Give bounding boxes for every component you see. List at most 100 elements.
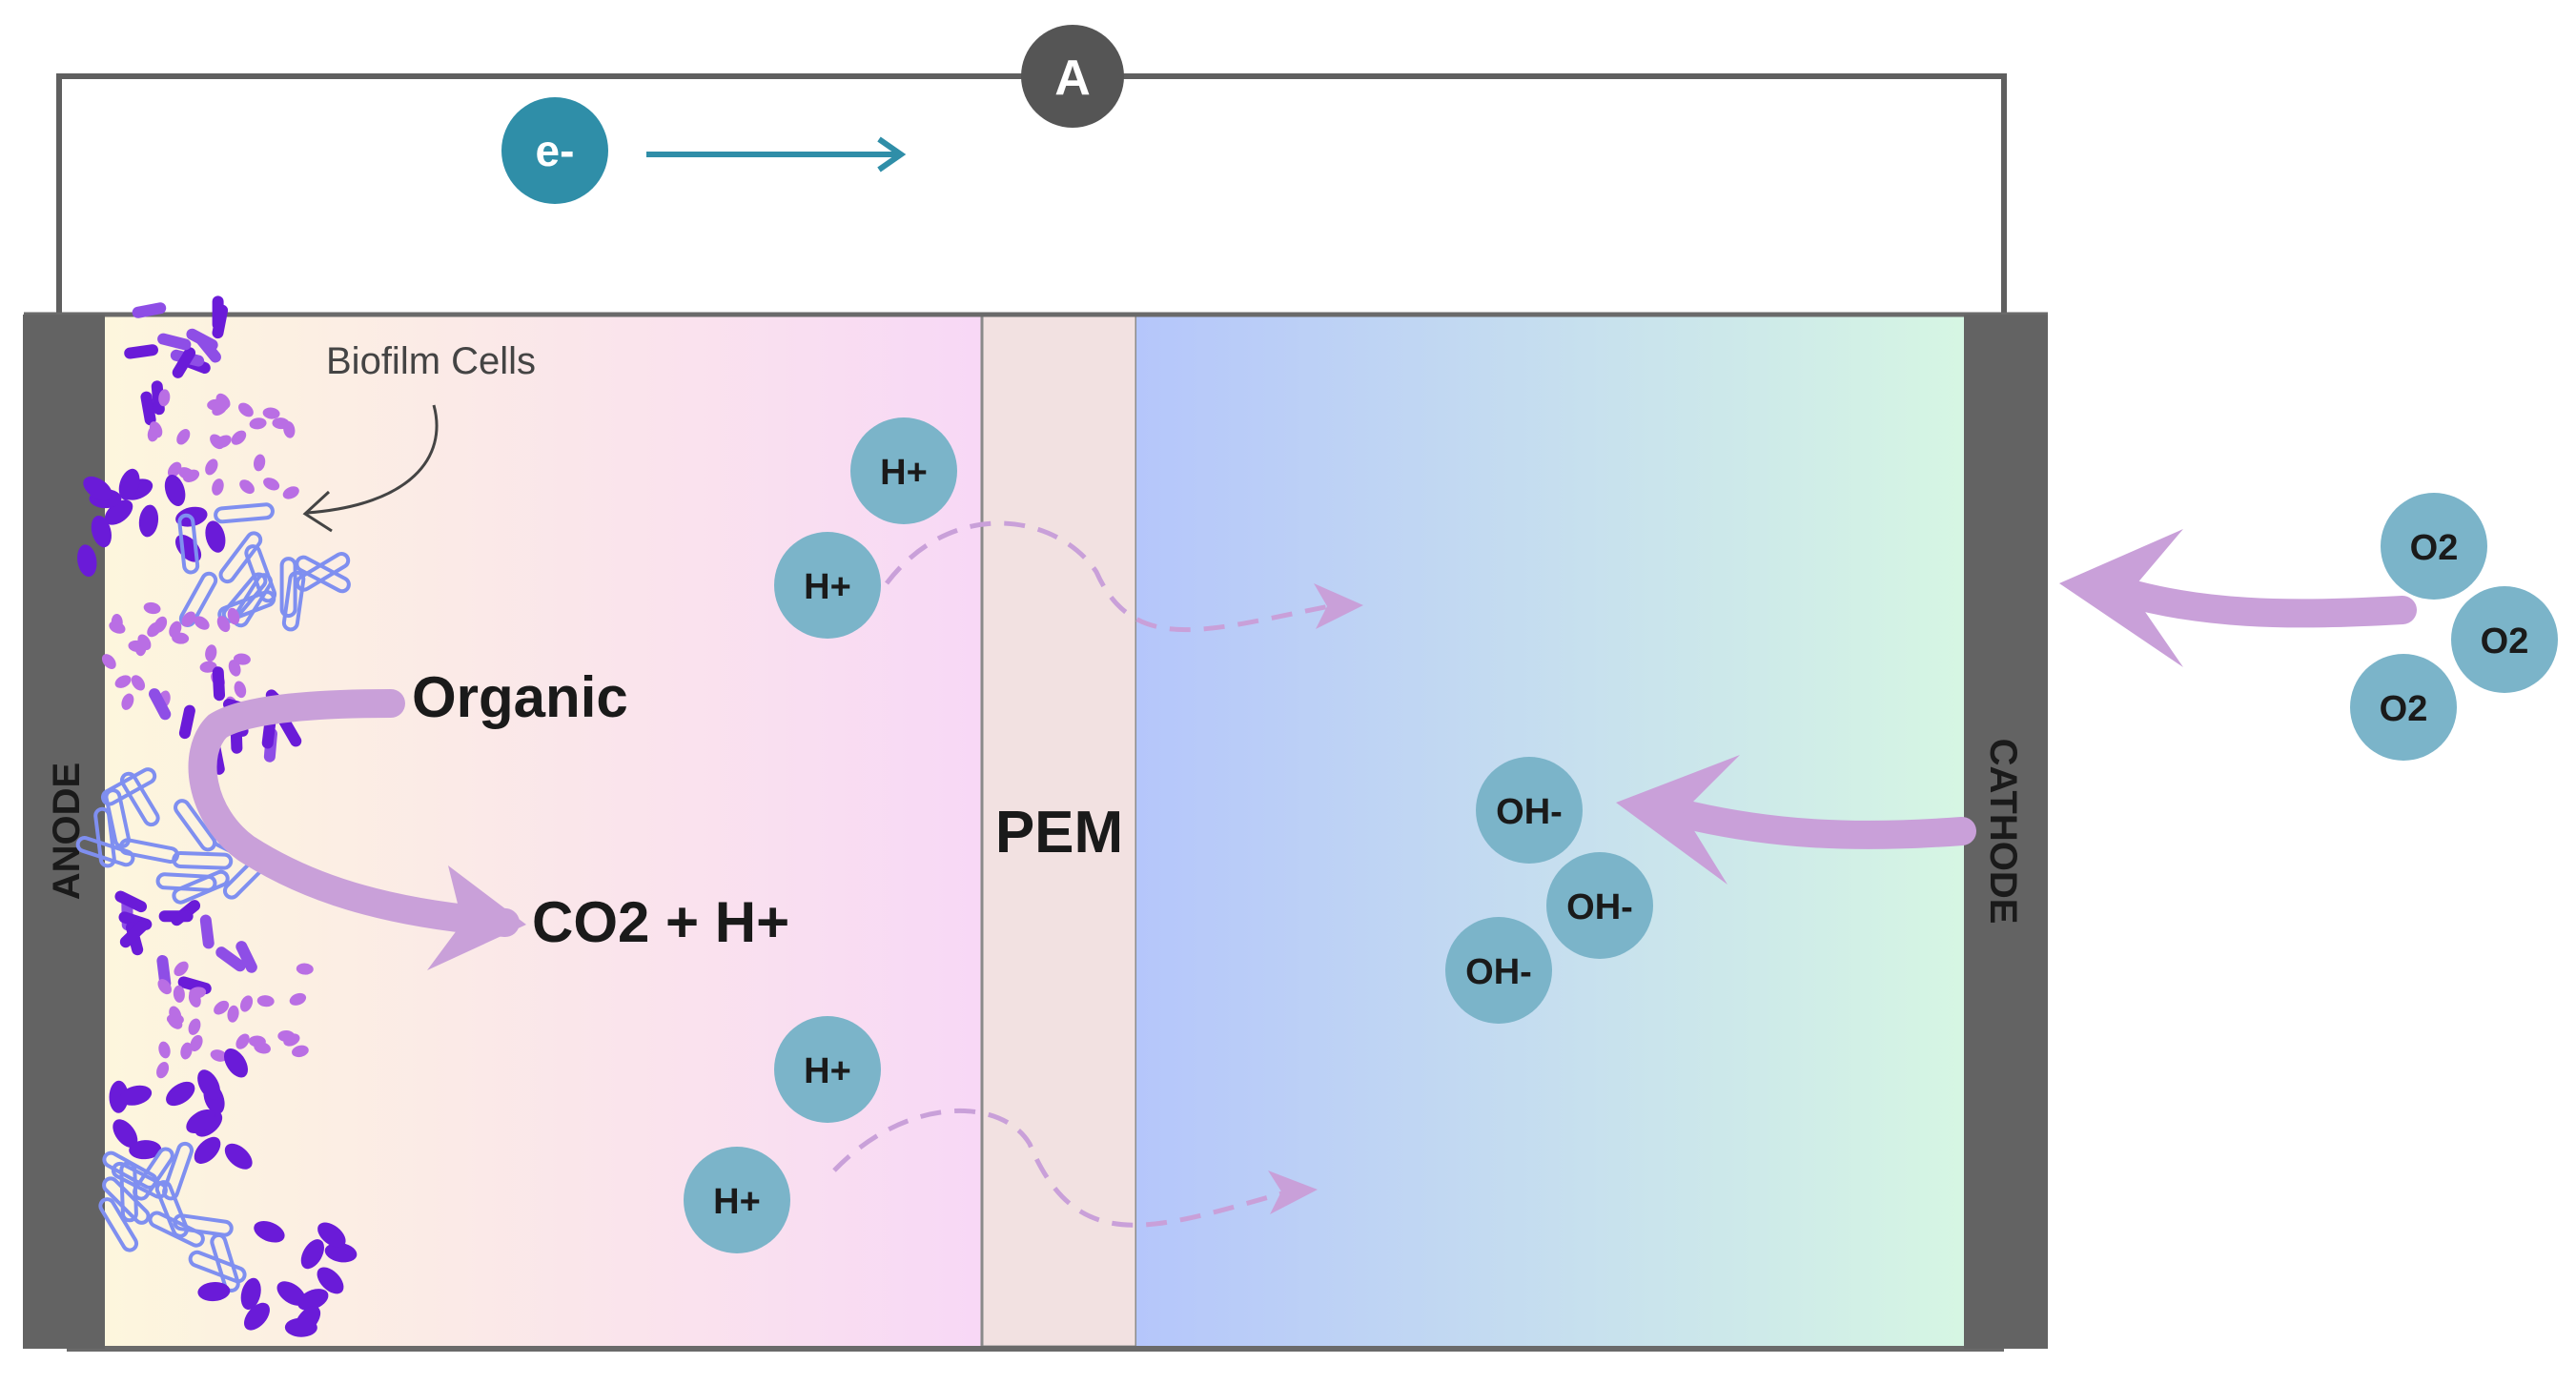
biofilm-label: Biofilm Cells xyxy=(326,340,536,382)
small-bacterium xyxy=(231,430,247,445)
coccus-bacterium xyxy=(224,1048,248,1078)
coccus-bacterium xyxy=(138,504,159,538)
small-bacterium xyxy=(282,486,299,499)
small-bacterium xyxy=(176,429,191,445)
proton-transfer-path-lower xyxy=(832,1109,1318,1228)
small-bacterium xyxy=(101,654,116,669)
small-bacterium xyxy=(214,1000,230,1015)
chain-bacterium xyxy=(133,1147,174,1201)
coccus-bacterium xyxy=(91,515,112,548)
small-bacterium xyxy=(227,1005,239,1023)
small-bacterium xyxy=(147,424,160,442)
oxygen-label: O2 xyxy=(2481,621,2529,661)
electron-label: e- xyxy=(536,126,575,175)
hydroxide-label: OH- xyxy=(1465,952,1532,992)
rod-bacterium xyxy=(124,344,158,359)
coccus-bacterium xyxy=(77,544,97,578)
small-bacterium xyxy=(233,653,251,665)
hydroxide-ion: OH- xyxy=(1445,917,1552,1024)
coccus-bacterium xyxy=(119,1085,153,1106)
chain-bacterium xyxy=(210,1232,240,1292)
small-bacterium xyxy=(228,660,241,677)
coccus-bacterium xyxy=(224,1143,253,1170)
coccus-bacterium xyxy=(244,1302,270,1331)
small-bacterium xyxy=(248,1035,266,1048)
rod-bacterium xyxy=(157,333,192,351)
small-bacterium xyxy=(147,621,162,638)
coccus-bacterium xyxy=(186,1109,215,1133)
small-bacterium xyxy=(212,478,224,496)
chain-bacterium xyxy=(162,1141,194,1201)
proton-label: H+ xyxy=(713,1182,761,1222)
coccus-bacterium xyxy=(317,1222,346,1248)
small-bacterium xyxy=(272,417,290,430)
oxygen-supply-arrowhead xyxy=(2059,529,2183,667)
coccus-bacterium xyxy=(276,1281,306,1306)
coccus-bacterium xyxy=(297,1289,329,1311)
rod-bacterium xyxy=(119,920,149,948)
chain-bacterium xyxy=(279,557,297,619)
proton-label: H+ xyxy=(804,1051,851,1091)
rod-bacterium xyxy=(114,890,148,913)
small-bacterium xyxy=(215,394,229,411)
small-bacterium xyxy=(239,479,255,495)
coccus-bacterium xyxy=(197,1282,231,1302)
small-bacterium xyxy=(194,616,210,630)
small-bacterium xyxy=(189,987,207,999)
hydroxide-ion: OH- xyxy=(1546,852,1653,959)
proton-ion: H+ xyxy=(774,532,881,639)
small-bacterium xyxy=(277,1029,296,1042)
small-bacterium xyxy=(121,693,134,710)
small-bacterium xyxy=(210,1049,228,1062)
rod-bacterium xyxy=(172,347,196,378)
coccus-bacterium xyxy=(112,1119,138,1148)
small-bacterium xyxy=(289,992,307,1006)
ammeter: A xyxy=(1021,25,1124,128)
proton-transfer-path-upper xyxy=(885,520,1363,633)
small-bacterium xyxy=(227,607,240,625)
small-bacterium xyxy=(262,407,280,419)
coccus-bacterium xyxy=(83,476,112,501)
oxygen-label: O2 xyxy=(2410,528,2459,568)
small-bacterium xyxy=(183,469,200,482)
rod-bacterium xyxy=(212,304,229,339)
small-bacterium xyxy=(166,1013,184,1026)
small-bacterium xyxy=(157,979,172,995)
small-bacterium xyxy=(234,681,247,699)
hydroxide-label: OH- xyxy=(1496,792,1563,832)
chain-bacterium xyxy=(75,836,135,867)
cathode-label: CATHODE xyxy=(1982,739,2024,925)
small-bacterium xyxy=(210,434,225,450)
small-bacterium xyxy=(199,661,217,673)
small-bacterium xyxy=(169,621,182,638)
small-bacterium xyxy=(256,995,275,1007)
coccus-bacterium xyxy=(197,1069,220,1100)
rod-bacterium xyxy=(278,715,302,747)
small-bacterium xyxy=(173,985,185,1003)
hydroxide-ion: OH- xyxy=(1476,757,1583,864)
cathode-electrode xyxy=(1964,315,2048,1349)
proton-ion: H+ xyxy=(684,1147,790,1253)
small-bacterium xyxy=(249,417,267,430)
chain-bacterium xyxy=(281,570,306,632)
rod-bacterium xyxy=(212,666,226,702)
biofilm-pointer-arrow xyxy=(302,404,439,533)
chain-bacterium xyxy=(177,513,200,575)
oxygen-molecule: O2 xyxy=(2350,654,2457,761)
products-label: CO2 + H+ xyxy=(532,890,789,954)
small-bacterium xyxy=(180,1042,193,1060)
hydroxide-label: OH- xyxy=(1566,887,1633,927)
chain-bacterium xyxy=(102,1150,158,1190)
chain-bacterium xyxy=(172,850,234,870)
proton-label: H+ xyxy=(880,453,928,493)
small-bacterium xyxy=(235,1033,250,1049)
coccus-bacterium xyxy=(317,1267,344,1294)
small-bacterium xyxy=(158,1041,171,1059)
proton-ion: H+ xyxy=(774,1016,881,1123)
oxygen-molecule: O2 xyxy=(2451,586,2558,693)
chain-bacterium xyxy=(218,531,263,584)
electron: e- xyxy=(501,97,608,204)
small-bacterium xyxy=(158,389,171,407)
